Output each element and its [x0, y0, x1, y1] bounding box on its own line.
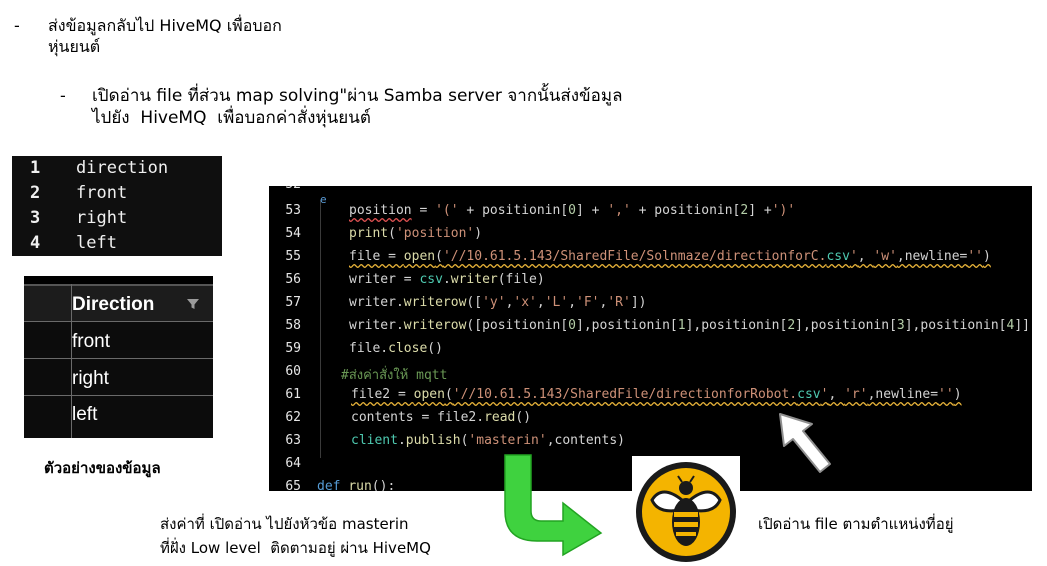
left-caption-line-1: ส่งค่าที่ เปิดอ่าน ไปยังหัวข้อ masterin — [160, 515, 409, 533]
row-value: right — [76, 208, 128, 228]
code-line[interactable]: def run(): — [317, 479, 396, 491]
code-editor[interactable]: e 52 53 position = '(' + positionin[0] + '… — [269, 186, 1032, 491]
table-cell[interactable]: left — [72, 404, 98, 425]
row-number: 1 — [30, 158, 41, 178]
code-line[interactable]: contents = file2.read() — [351, 410, 532, 425]
row-number: 2 — [30, 183, 41, 203]
line-number: 61 — [285, 387, 301, 402]
row-value: left — [76, 233, 117, 253]
line-number: 63 — [285, 433, 301, 448]
code-line[interactable]: client.publish('masterin',contents) — [351, 433, 625, 448]
fold-marker[interactable]: e — [320, 193, 327, 206]
line-number: 56 — [285, 272, 301, 287]
direction-table: Direction front right left — [24, 276, 213, 438]
filter-icon[interactable] — [186, 298, 200, 310]
row-value: direction — [76, 158, 169, 178]
code-line[interactable]: #ส่งค่าสั่งให้ mqtt — [341, 368, 448, 383]
left-caption-line-2: ที่ฝั่ง Low level ติดตามอยู่ ผ่าน HiveMQ — [160, 539, 431, 557]
line-number: 64 — [285, 456, 301, 471]
bullet-1-line-1: ส่งข้อมูลกลับไป HiveMQ เพื่อบอก — [48, 16, 282, 35]
table-cell[interactable]: front — [72, 331, 111, 352]
line-number: 55 — [285, 249, 301, 264]
white-arrow — [779, 413, 831, 473]
bullet-marker-1: - — [14, 16, 20, 35]
fold-guide — [320, 200, 321, 458]
line-number: 62 — [285, 410, 301, 425]
line-number: 60 — [285, 364, 301, 379]
green-arrow — [504, 454, 603, 557]
table-header-row — [24, 284, 213, 322]
table-cell[interactable]: right — [72, 368, 109, 389]
code-line[interactable]: file.close() — [349, 341, 443, 356]
bullet-marker-2: - — [60, 86, 66, 105]
line-number: 52 — [269, 186, 301, 192]
code-line[interactable]: writer = csv.writer(file) — [349, 272, 545, 287]
line-number: 57 — [285, 295, 301, 310]
table-header-direction[interactable]: Direction — [72, 294, 155, 315]
hivemq-bee-logo — [632, 456, 740, 564]
table-top-border — [24, 276, 213, 284]
right-caption: เปิดอ่าน file ตามตำแหน่งที่อยู่ — [758, 515, 954, 533]
numbered-list-panel: 1 direction 2 front 3 right 4 left — [12, 156, 222, 256]
row-number: 4 — [30, 233, 41, 253]
table-column-divider — [71, 284, 72, 438]
line-number: 58 — [285, 318, 301, 333]
bullet-2-line-2: ไปยัง HiveMQ เพื่อบอกค่าสั่งหุ่นยนต์ — [92, 108, 371, 128]
bullet-1-line-2: หุ่นยนต์ — [48, 37, 101, 56]
bullet-2-line-1: เปิดอ่าน file ที่ส่วน map solving"ผ่าน S… — [92, 86, 623, 106]
code-line[interactable]: file2 = open('//10.61.5.143/SharedFile/d… — [351, 387, 962, 402]
table-row-divider — [24, 321, 213, 322]
table-row-divider — [24, 395, 213, 396]
table-caption: ตัวอย่างของข้อมูล — [44, 459, 161, 477]
line-number: 53 — [285, 203, 301, 218]
code-line[interactable]: print('position') — [349, 226, 483, 241]
line-number: 54 — [285, 226, 301, 241]
table-row-divider — [24, 358, 213, 359]
code-line[interactable]: position = '(' + positionin[0] + ',' + p… — [349, 203, 796, 218]
row-number: 3 — [30, 208, 41, 228]
row-value: front — [76, 183, 128, 203]
code-line[interactable]: writer.writerow([positionin[0],positioni… — [349, 318, 1032, 333]
line-number: 65 — [285, 479, 301, 491]
code-line[interactable]: file = open('//10.61.5.143/SharedFile/So… — [349, 249, 991, 264]
code-line[interactable]: writer.writerow(['y','x','L','F','R']) — [349, 295, 647, 310]
line-number: 59 — [285, 341, 301, 356]
